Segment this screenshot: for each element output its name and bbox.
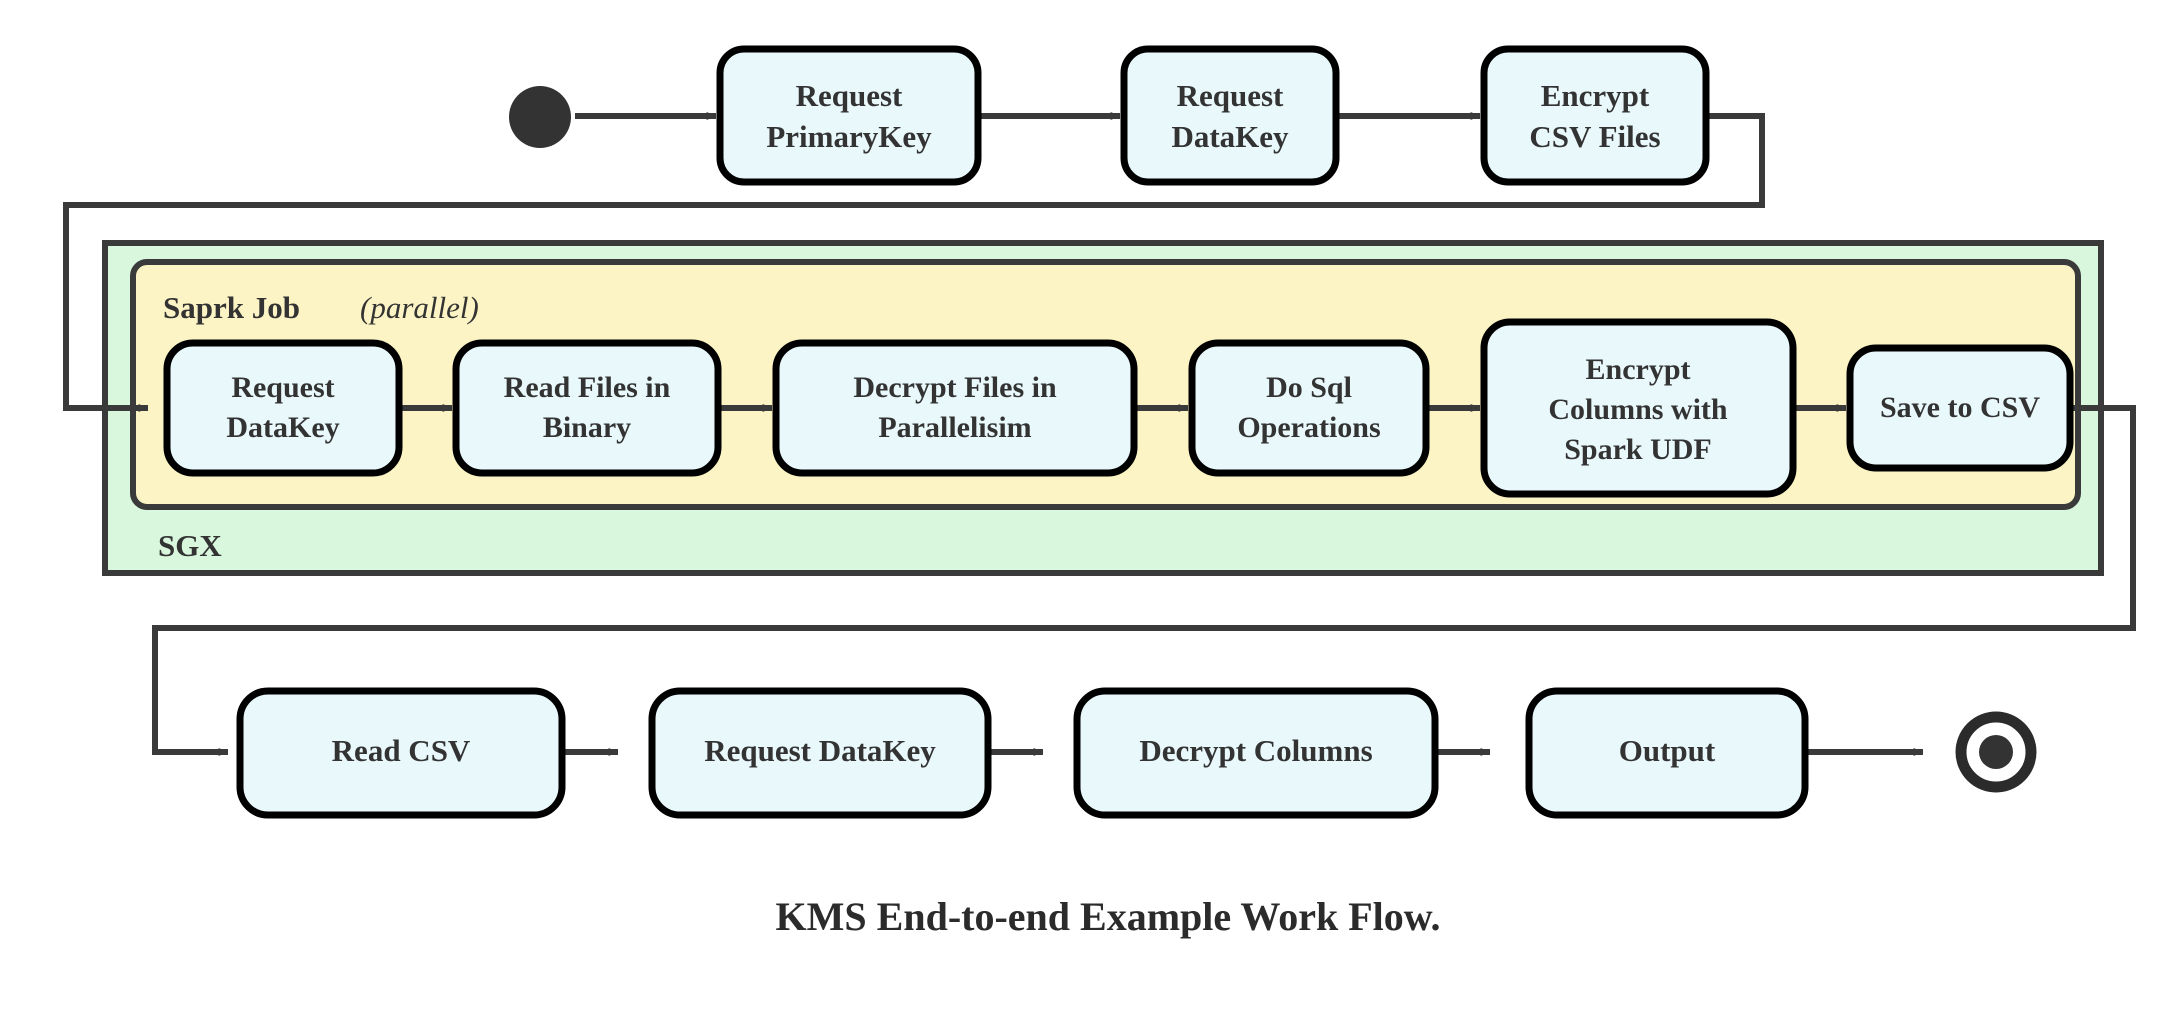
node-request-primarykey-line-2: PrimaryKey [766,119,932,154]
node-request-datakey-top[interactable]: Request DataKey [1120,45,1340,186]
node-read-csv[interactable]: Read CSV [236,687,566,819]
node-output[interactable]: Output [1525,687,1809,819]
node-encrypt-csv-files[interactable]: Encrypt CSV Files [1480,45,1710,186]
node-read-csv-rect[interactable] [236,687,566,819]
node-request-datakey-bottom[interactable]: Request DataKey [648,687,992,819]
node-request-datakey-bottom-rect[interactable] [648,687,992,819]
end-node [1955,711,2037,793]
node-read-files-in-binary-line-2: Binary [543,411,631,444]
node-decrypt-columns-line-1: Decrypt Columns [1139,733,1372,768]
node-encrypt-columns-with-spark-udf[interactable]: Encrypt Columns with Spark UDF [1480,318,1797,498]
spark-job-label: Saprk Job [163,290,300,325]
node-encrypt-csv-files-line-2: CSV Files [1529,119,1660,154]
node-save-to-csv-rect[interactable] [1846,344,2074,472]
start-node [509,86,571,148]
node-decrypt-columns[interactable]: Decrypt Columns [1073,687,1439,819]
node-decrypt-files-line-1: Decrypt Files in [853,371,1057,404]
edge-save-to-csv-to-read-csv [152,405,2136,756]
node-do-sql-operations[interactable]: Do Sql Operations [1188,339,1430,477]
node-save-to-csv-line-1: Save to CSV [1880,391,2040,424]
node-read-files-in-binary-rect[interactable] [452,339,722,477]
node-request-datakey-top-line-1: Request [1177,78,1284,113]
node-encrypt-csv-files-rect[interactable] [1480,45,1710,186]
edge-encrypt-csv-files-to-request-datakey-spark [63,113,1765,412]
edges [63,112,2136,756]
node-decrypt-files-in-parallelisim-rect[interactable] [772,339,1138,477]
node-encrypt-columns-line-2: Columns with [1548,393,1728,426]
node-request-datakey-top-rect[interactable] [1120,45,1340,186]
node-output-rect[interactable] [1525,687,1809,819]
node-read-csv-line-1: Read CSV [332,733,471,768]
node-encrypt-csv-files-line-1: Encrypt [1541,78,1650,113]
node-save-to-csv[interactable]: Save to CSV [1846,344,2074,472]
node-do-sql-operations-line-2: Operations [1237,411,1380,444]
node-request-datakey-spark-line-2: DataKey [226,411,339,444]
node-request-datakey-bottom-line-1: Request DataKey [704,733,936,768]
node-request-primarykey-rect[interactable] [716,45,982,186]
node-encrypt-columns-with-spark-udf-rect[interactable] [1480,318,1797,498]
node-request-datakey-top-line-2: DataKey [1171,119,1289,154]
node-do-sql-operations-rect[interactable] [1188,339,1430,477]
diagram-caption: KMS End-to-end Example Work Flow. [776,894,1441,939]
node-read-files-in-binary-line-1: Read Files in [504,371,671,404]
node-request-primarykey[interactable]: Request PrimaryKey [716,45,982,186]
node-request-datakey-spark[interactable]: Request DataKey [163,339,403,477]
spark-job-parallel-label: (parallel) [360,290,479,325]
node-output-line-1: Output [1619,733,1716,768]
start-node-circle [509,86,571,148]
node-request-datakey-spark-line-1: Request [231,371,334,404]
node-encrypt-columns-line-3: Spark UDF [1564,433,1712,466]
node-request-primarykey-line-1: Request [796,78,903,113]
node-read-files-in-binary[interactable]: Read Files in Binary [452,339,722,477]
sgx-label: SGX [158,528,222,563]
node-decrypt-files-line-2: Parallelisim [878,411,1031,444]
end-node-inner-dot [1979,735,2013,769]
node-encrypt-columns-line-1: Encrypt [1586,353,1691,386]
node-decrypt-columns-rect[interactable] [1073,687,1439,819]
node-do-sql-operations-line-1: Do Sql [1266,371,1352,404]
node-decrypt-files-in-parallelisim[interactable]: Decrypt Files in Parallelisim [772,339,1138,477]
node-request-datakey-spark-rect[interactable] [163,339,403,477]
